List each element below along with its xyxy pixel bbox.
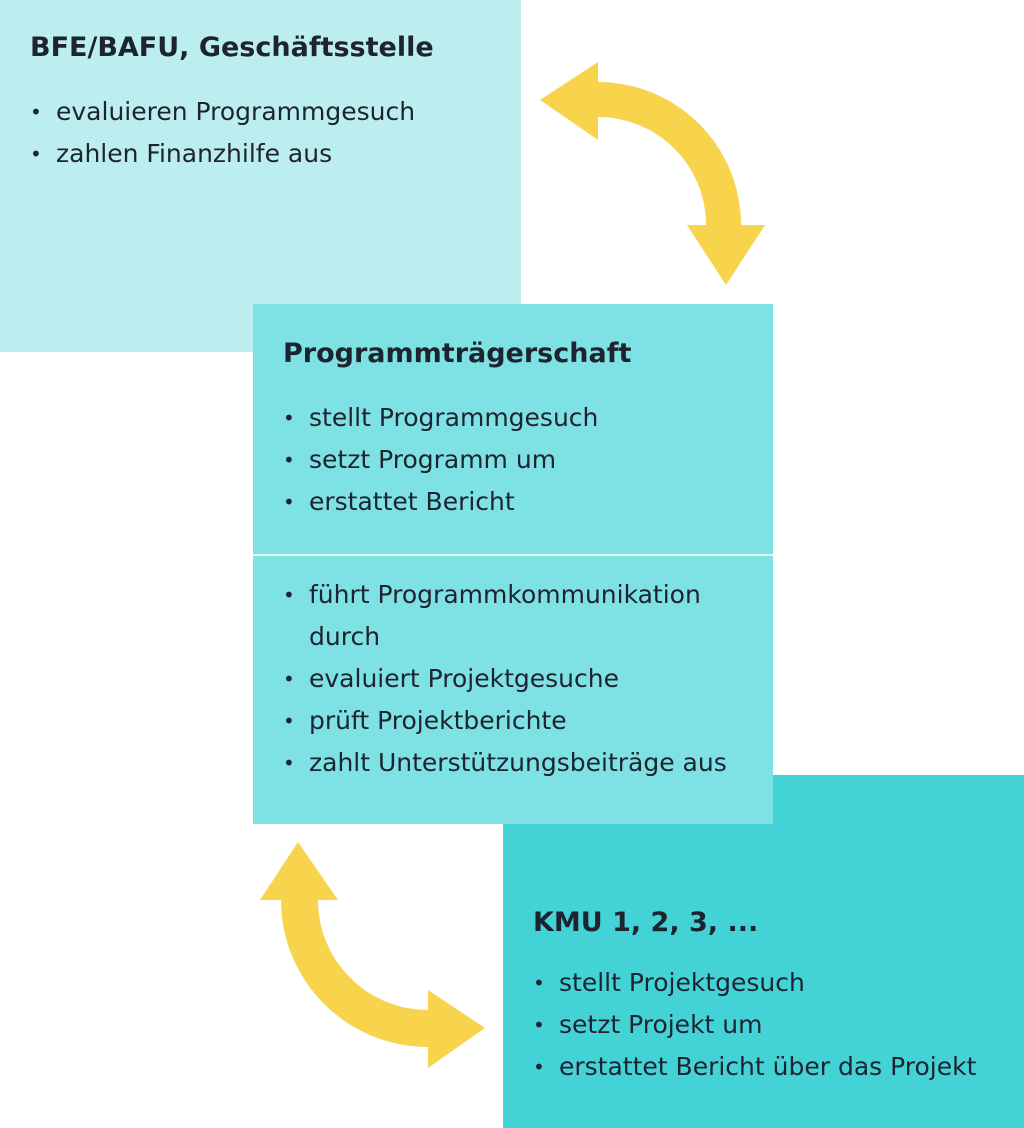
- list-item: zahlt Unterstützungsbeiträge aus: [283, 742, 743, 784]
- list-item: evaluiert Projektgesuche: [283, 658, 743, 700]
- middle-box-lower-section: führt Programmkommunikation durch evalui…: [253, 556, 773, 802]
- middle-box-list-top: stellt Programmgesuch setzt Programm um …: [283, 397, 743, 523]
- curved-double-arrow-top-icon: [540, 62, 765, 285]
- middle-box-programmtraegerschaft: Programmträgerschaft stellt Programmgesu…: [253, 304, 773, 824]
- list-item: stellt Programmgesuch: [283, 397, 743, 439]
- bottom-box-title: KMU 1, 2, 3, ...: [533, 907, 759, 938]
- top-box-bfe-bafu: BFE/BAFU, Geschäftsstelle evaluieren Pro…: [0, 0, 521, 352]
- middle-box-upper-section: Programmträgerschaft stellt Programmgesu…: [253, 304, 773, 556]
- list-item: erstattet Bericht: [283, 481, 743, 523]
- list-item: prüft Projektberichte: [283, 700, 743, 742]
- list-item: evaluieren Programmgesuch: [30, 91, 491, 133]
- middle-box-title: Programmträgerschaft: [283, 338, 632, 369]
- bottom-box-kmu: KMU 1, 2, 3, ... stellt Projektgesuch se…: [503, 775, 1024, 1128]
- curved-double-arrow-bottom-icon: [260, 842, 485, 1068]
- bottom-box-list: stellt Projektgesuch setzt Projekt um er…: [533, 962, 994, 1088]
- list-item: setzt Programm um: [283, 439, 743, 481]
- top-box-list: evaluieren Programmgesuch zahlen Finanzh…: [30, 91, 491, 175]
- list-item: führt Programmkommunikation durch: [283, 574, 743, 658]
- list-item: zahlen Finanzhilfe aus: [30, 133, 491, 175]
- list-item: stellt Projektgesuch: [533, 962, 994, 1004]
- top-box-title: BFE/BAFU, Geschäftsstelle: [30, 32, 434, 63]
- middle-box-list-bottom: führt Programmkommunikation durch evalui…: [283, 574, 743, 784]
- list-item: setzt Projekt um: [533, 1004, 994, 1046]
- list-item: erstattet Bericht über das Projekt: [533, 1046, 994, 1088]
